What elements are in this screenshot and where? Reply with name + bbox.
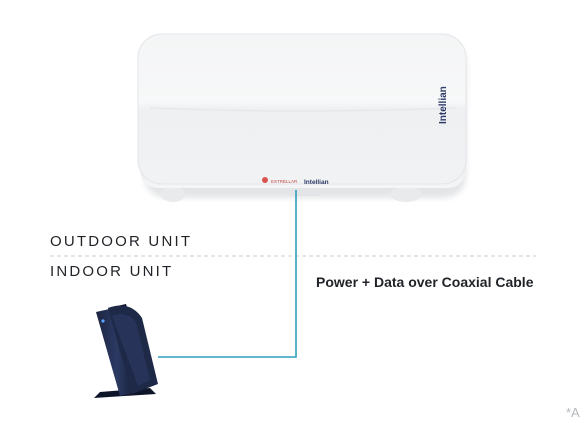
cable-label: Power + Data over Coaxial Cable bbox=[316, 274, 534, 290]
indoor-unit-label: INDOOR UNIT bbox=[50, 263, 174, 280]
coaxial-cable bbox=[158, 190, 297, 358]
antenna-side-brand: Intellian bbox=[438, 86, 449, 124]
outdoor-unit-label: OUTDOOR UNIT bbox=[50, 233, 193, 250]
status-led-icon bbox=[101, 319, 105, 323]
indoor-unit-modem bbox=[94, 304, 158, 398]
badge-dot-icon bbox=[262, 177, 268, 183]
antenna-front-brand: Intellian bbox=[304, 179, 329, 186]
footnote-mark: *A bbox=[566, 405, 580, 420]
antenna-front-small-brand: ESTRELLAR bbox=[271, 179, 298, 184]
outdoor-unit-antenna: Intellian ESTRELLAR Intellian bbox=[137, 33, 467, 202]
